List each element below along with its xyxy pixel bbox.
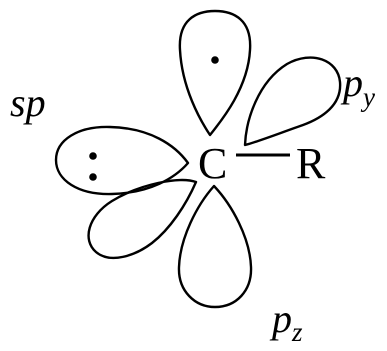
sp-lone-pair-electron-2 (89, 173, 97, 181)
top-lobe-electron (211, 56, 219, 64)
top-orbital-lobe (178, 9, 252, 137)
py-label-base: p (340, 60, 363, 105)
pz-label: pz (269, 296, 303, 347)
sp-lone-pair-electron-1 (89, 152, 97, 160)
pz-label-base: p (269, 296, 292, 341)
sp-orbital-lobe (54, 125, 190, 196)
r-group-label: R (296, 139, 326, 188)
py-label: py (340, 60, 375, 112)
carbon-label: C (198, 139, 227, 188)
pz-orbital-lobe (177, 184, 253, 309)
sp-label: sp (10, 80, 46, 125)
lower-left-orbital-lobe (87, 178, 198, 260)
pz-label-subscript: z (291, 317, 303, 347)
py-label-subscript: y (360, 82, 375, 112)
py-orbital-lobe (243, 56, 342, 147)
